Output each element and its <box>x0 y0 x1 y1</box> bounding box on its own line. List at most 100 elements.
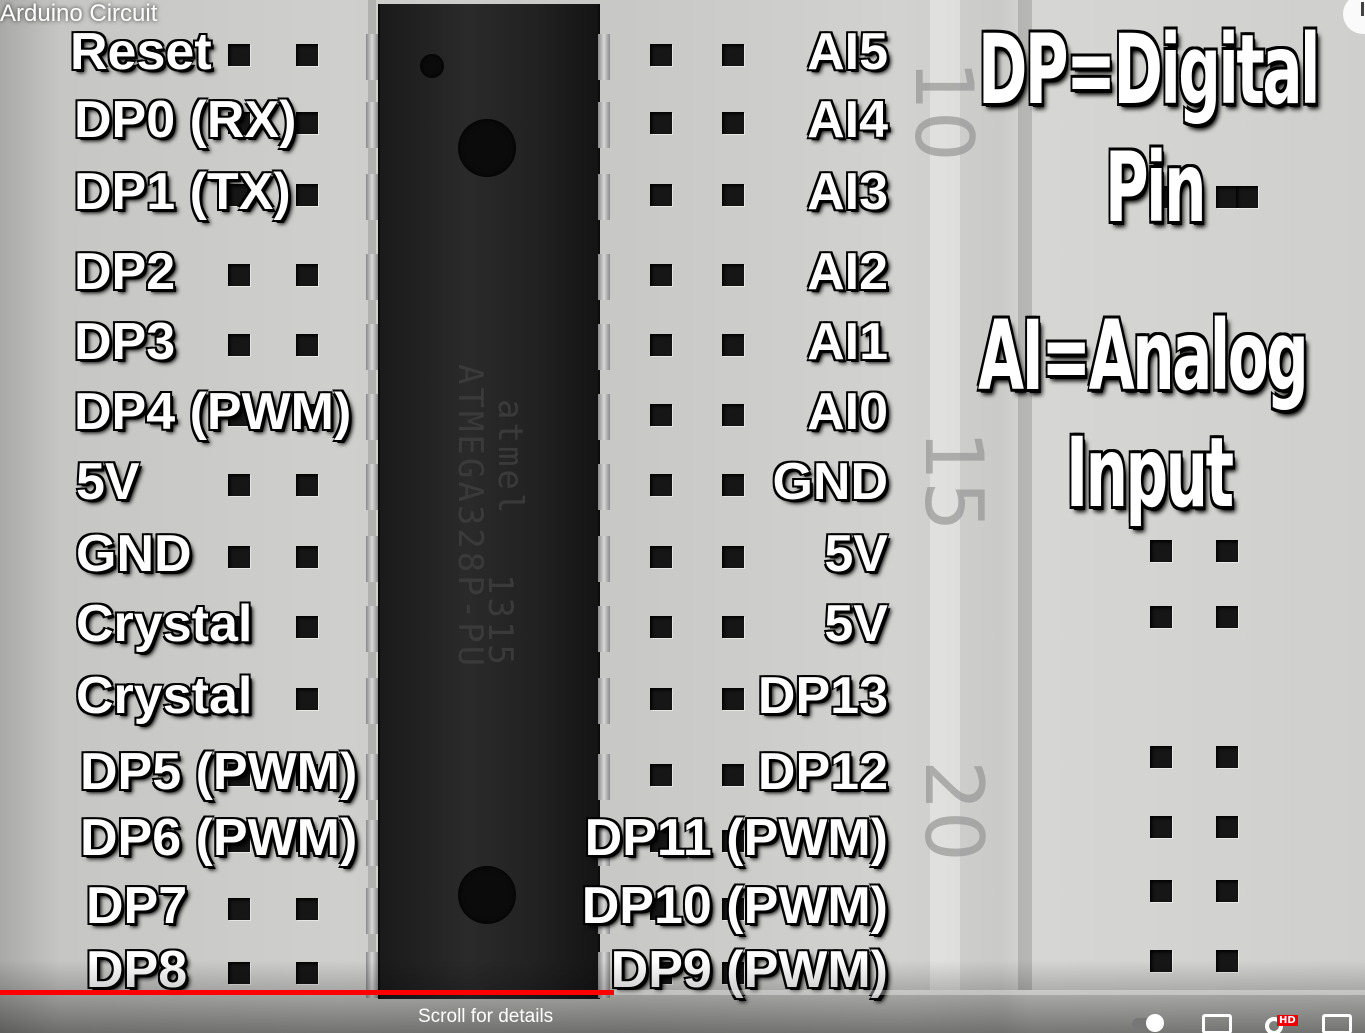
breadboard-hole <box>722 474 744 496</box>
breadboard-hole <box>1216 540 1238 562</box>
breadboard-hole <box>1150 880 1172 902</box>
chip-pin <box>598 820 610 866</box>
chip-maker-mark: atmel <box>490 399 530 517</box>
progress-bar[interactable] <box>0 990 1365 995</box>
right-pin-label: DP11 (PWM) <box>584 809 888 867</box>
chip-pin <box>598 536 610 582</box>
breadboard-hole <box>228 334 250 356</box>
breadboard-hole <box>650 764 672 786</box>
breadboard-hole <box>1150 816 1172 838</box>
breadboard-hole <box>650 44 672 66</box>
breadboard-hole <box>722 830 744 852</box>
left-pin-label: DP2 <box>74 243 176 301</box>
chip-pin <box>598 606 610 652</box>
breadboard-ridge <box>930 0 960 990</box>
breadboard-hole <box>296 44 318 66</box>
left-pin-label: DP1 (TX) <box>74 163 291 221</box>
left-pin-label: DP3 <box>74 313 176 371</box>
breadboard-hole <box>650 184 672 206</box>
breadboard-hole <box>228 112 250 134</box>
breadboard-hole <box>722 112 744 134</box>
breadboard-hole <box>1216 746 1238 768</box>
breadboard-hole <box>296 112 318 134</box>
watch-later-icon[interactable] <box>1343 0 1365 34</box>
chip-pin <box>598 754 610 800</box>
subtitles-icon[interactable] <box>1202 1014 1232 1033</box>
breadboard-hole <box>296 688 318 710</box>
right-pin-label: 5V <box>824 595 888 653</box>
right-pin-label: DP13 <box>757 667 888 725</box>
breadboard-hole <box>722 44 744 66</box>
chip-pin1-dot <box>420 54 444 78</box>
right-pin-label: 5V <box>824 525 888 583</box>
chip-pin <box>366 464 378 510</box>
chip-pin <box>366 754 378 800</box>
left-pin-label: 5V <box>76 453 140 511</box>
breadboard-hole <box>296 616 318 638</box>
breadboard-hole <box>228 616 250 638</box>
cast-icon[interactable] <box>1322 1014 1352 1033</box>
breadboard-hole <box>1216 816 1238 838</box>
left-pin-label: DP4 (PWM) <box>74 383 352 441</box>
chip-pin <box>598 34 610 80</box>
right-pin-label: AI3 <box>807 163 888 221</box>
breadboard-hole <box>228 264 250 286</box>
breadboard-hole <box>228 688 250 710</box>
breadboard-hole <box>722 334 744 356</box>
breadboard-hole <box>650 112 672 134</box>
chip-pin <box>598 678 610 724</box>
legend-ai-line1: AI=Analog <box>978 300 1309 412</box>
right-pin-label: AI4 <box>807 91 888 149</box>
hd-badge: HD <box>1277 1015 1298 1026</box>
breadboard-hole <box>228 962 250 984</box>
chip-pin <box>366 254 378 300</box>
right-pin-label: AI1 <box>807 313 888 371</box>
chip-bottom-notch <box>458 866 516 924</box>
legend-dp-line1: DP=Digital <box>978 14 1320 126</box>
breadboard-hole <box>650 404 672 426</box>
breadboard-hole <box>228 830 250 852</box>
board-number: 10 <box>897 60 990 162</box>
right-pin-label: AI5 <box>807 23 888 81</box>
chip-pin <box>598 174 610 220</box>
breadboard-hole <box>296 830 318 852</box>
breadboard-hole <box>1216 186 1238 208</box>
video-title[interactable]: Arduino Circuit <box>0 0 158 27</box>
right-pin-label: DP10 (PWM) <box>581 877 888 935</box>
breadboard-hole <box>1150 606 1172 628</box>
chip-pin <box>598 324 610 370</box>
breadboard-hole <box>296 404 318 426</box>
chip-pin <box>598 254 610 300</box>
chip-pin <box>366 174 378 220</box>
chip-pin <box>598 394 610 440</box>
breadboard-hole <box>722 404 744 426</box>
chip-pin <box>366 606 378 652</box>
left-pin-label: Crystal <box>76 667 253 725</box>
chip-pin <box>366 820 378 866</box>
breadboard-hole <box>650 546 672 568</box>
breadboard-hole <box>1150 186 1172 208</box>
chip-top-notch <box>458 119 516 177</box>
breadboard-hole <box>228 474 250 496</box>
breadboard-hole <box>722 264 744 286</box>
breadboard-hole <box>228 404 250 426</box>
breadboard-hole <box>722 184 744 206</box>
progress-bar-played <box>0 990 615 995</box>
breadboard-hole <box>1150 746 1172 768</box>
left-pin-label: Crystal <box>76 595 253 653</box>
autoplay-toggle-icon[interactable] <box>1132 1014 1166 1033</box>
breadboard-hole <box>650 474 672 496</box>
chip-pin <box>366 536 378 582</box>
legend-dp-line2: Pin <box>1105 132 1206 244</box>
chip-pin <box>366 888 378 934</box>
legend-ai-line2: Input <box>1066 417 1234 529</box>
chip-pin <box>366 952 378 998</box>
breadboard-hole <box>228 764 250 786</box>
left-pin-label: GND <box>76 525 192 583</box>
breadboard-hole <box>296 962 318 984</box>
breadboard-hole <box>722 688 744 710</box>
breadboard-hole <box>296 264 318 286</box>
breadboard-hole <box>722 546 744 568</box>
scroll-for-details[interactable]: Scroll for details <box>418 1006 554 1027</box>
